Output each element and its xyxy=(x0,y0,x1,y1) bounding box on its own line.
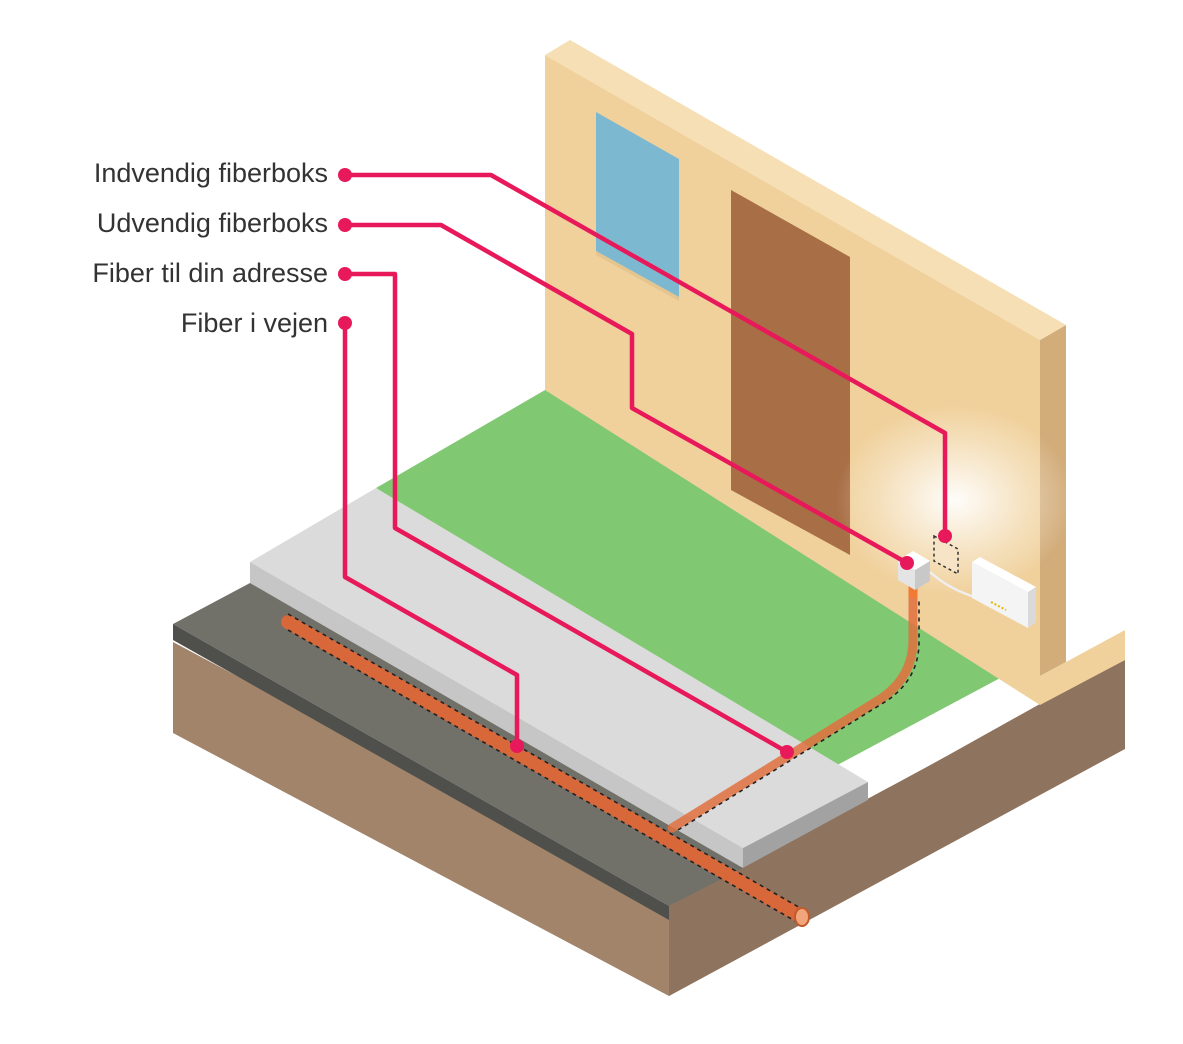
ground-block xyxy=(173,390,1125,996)
soil-left-face xyxy=(173,642,669,996)
router-leds xyxy=(990,601,1007,611)
road-top xyxy=(173,583,743,906)
callout-dot-outdoor-end xyxy=(900,556,914,570)
fiber-cables xyxy=(281,580,920,927)
router-front xyxy=(972,562,1028,628)
callout-line-fiber-road xyxy=(342,323,520,746)
road-side xyxy=(173,624,669,920)
label-fiber-i-vejen: Fiber i vejen xyxy=(180,308,328,338)
callout-line-outdoor-box xyxy=(345,222,909,565)
outdoor-box-side xyxy=(915,561,930,590)
label-fiber-til-din-adresse: Fiber til din adresse xyxy=(92,258,328,288)
indoor-fiber-box xyxy=(933,534,959,576)
house-wall xyxy=(545,40,1125,705)
wall-top xyxy=(545,40,1066,340)
router-top xyxy=(972,557,1036,592)
indoor-box-outline xyxy=(933,534,959,576)
fiber-road-cable-end xyxy=(794,907,810,927)
wall-light-glow xyxy=(835,405,1075,595)
callout-dot-road-start xyxy=(338,316,352,330)
callout-dot-address-end xyxy=(780,745,794,759)
router-side xyxy=(1028,587,1036,628)
fiber-road-cable-hatch-2 xyxy=(287,629,803,926)
fiber-road-cable-hatch xyxy=(287,613,803,910)
fiber-drop-cable xyxy=(667,593,918,833)
sidewalk-top xyxy=(250,488,868,848)
callout-lines xyxy=(342,172,948,754)
sidewalk-right-edge xyxy=(743,782,868,868)
lawn xyxy=(376,390,1047,770)
window xyxy=(596,112,679,297)
sidewalk-side xyxy=(250,562,743,868)
fiber-road-cable xyxy=(281,615,809,924)
callout-line-indoor-box xyxy=(345,172,948,536)
callout-line-fiber-address xyxy=(345,271,789,754)
callout-dot-road-end xyxy=(510,739,524,753)
wall-base xyxy=(1040,630,1125,705)
callout-dot-address-start xyxy=(338,267,352,281)
soil-right-top xyxy=(669,660,1125,930)
callout-dot-outdoor-start xyxy=(338,218,352,232)
label-udvendig-fiberboks: Udvendig fiberboks xyxy=(96,208,328,238)
window-frame xyxy=(596,251,679,301)
callout-dot-indoor-start xyxy=(338,168,352,182)
label-indvendig-fiberboks: Indvendig fiberboks xyxy=(93,158,328,188)
door xyxy=(731,190,850,555)
callout-dot-indoor-end xyxy=(938,529,952,543)
callout-dots xyxy=(338,168,952,759)
router xyxy=(972,557,1036,628)
outdoor-box-top xyxy=(898,551,930,570)
fiber-drop-cable-hatch xyxy=(677,600,920,831)
